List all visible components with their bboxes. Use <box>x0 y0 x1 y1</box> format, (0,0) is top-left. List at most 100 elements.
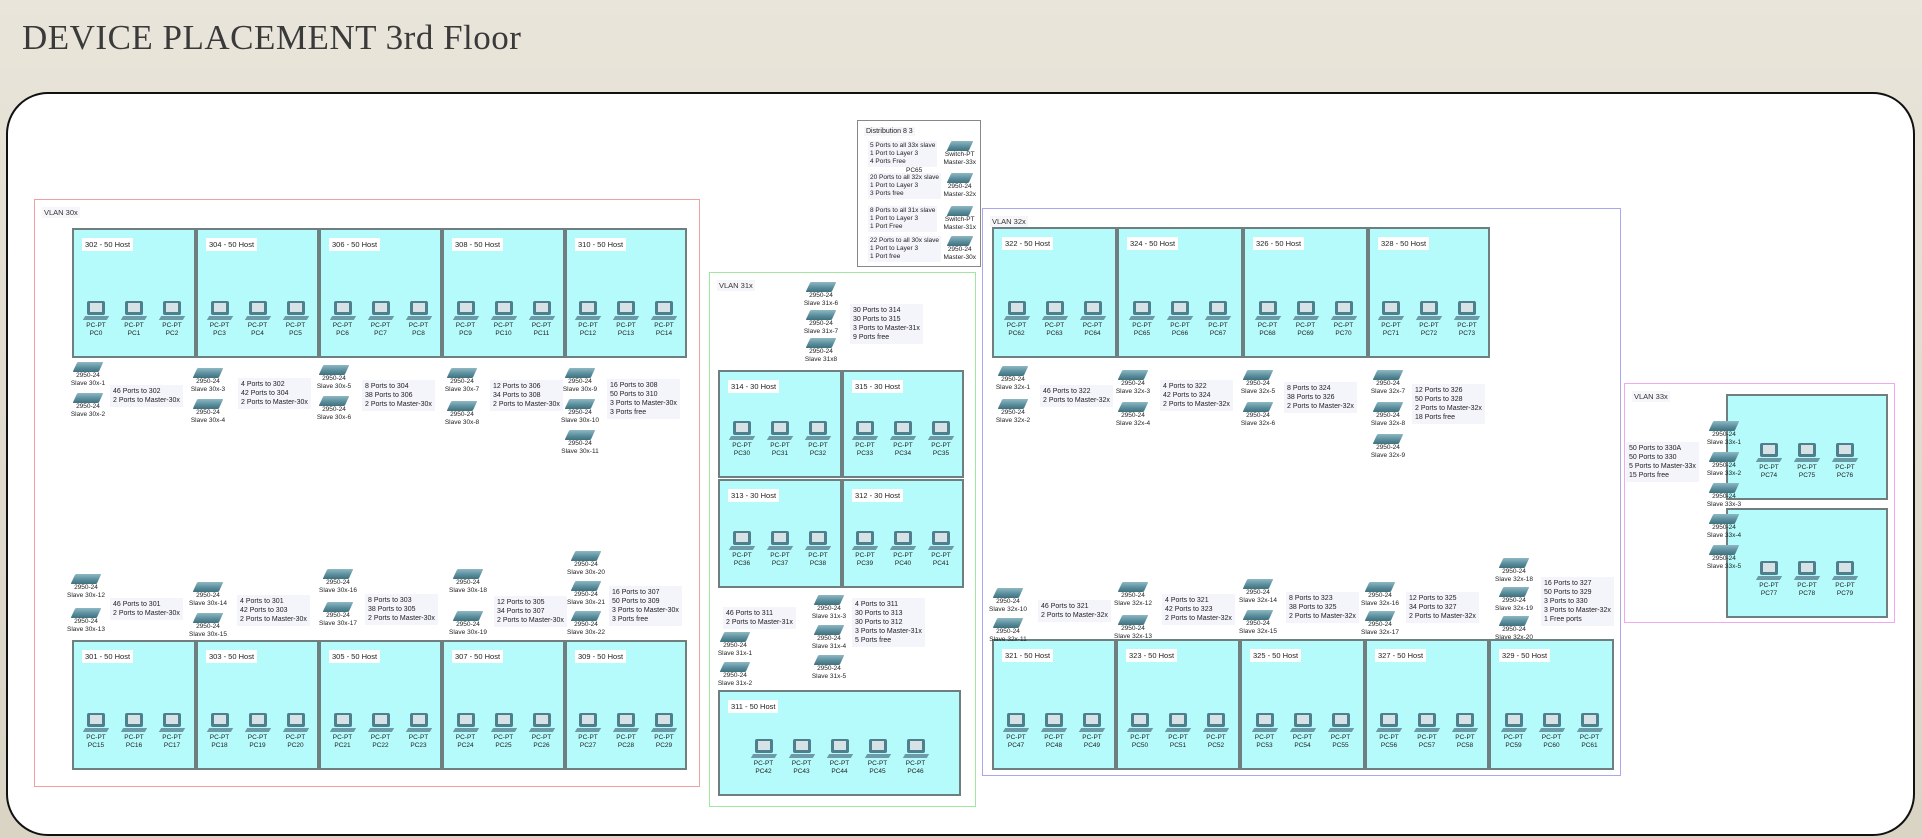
switch-device[interactable]: 2950-24Slave 31x-4 <box>806 625 852 651</box>
pc-device[interactable]: PC-PTPC67 <box>1204 301 1232 338</box>
switch-device[interactable]: 2950-24Slave 32x-12 <box>1110 582 1156 608</box>
switch-device[interactable]: 2950-24Slave 31x-3 <box>806 595 852 621</box>
pc-device[interactable]: PC-PTPC45 <box>864 739 891 776</box>
switch-device[interactable]: 2950-24Slave 31x-2 <box>712 662 758 688</box>
pc-device[interactable]: PC-PTPC71 <box>1377 301 1405 338</box>
switch-device[interactable]: 2950-24Slave 33x-5 <box>1701 545 1747 571</box>
pc-device[interactable]: PC-PTPC20 <box>282 713 309 750</box>
pc-device[interactable]: PC-PTPC38 <box>804 531 832 568</box>
pc-device[interactable]: PC-PTPC12 <box>574 301 602 338</box>
pc-device[interactable]: PC-PTPC34 <box>889 421 917 458</box>
switch-device[interactable]: 2950-24Slave 32x-6 <box>1235 402 1281 428</box>
switch-device[interactable]: 2950-24Slave 30x-17 <box>315 602 361 628</box>
switch-device[interactable]: 2950-24Slave 30x-8 <box>439 401 485 427</box>
pc-device[interactable]: PC-PTPC11 <box>528 301 555 338</box>
pc-device[interactable]: PC-PTPC59 <box>1500 713 1527 750</box>
switch-device[interactable]: 2950-24Slave 30x-20 <box>563 551 609 577</box>
pc-device[interactable]: PC-PTPC15 <box>82 713 110 750</box>
pc-device[interactable]: PC-PTPC54 <box>1289 713 1316 750</box>
pc-device[interactable]: PC-PTPC66 <box>1166 301 1194 338</box>
switch-device[interactable]: 2950-24Slave 33x-3 <box>1701 483 1747 509</box>
switch-device[interactable]: 2950-24Slave 32x-7 <box>1365 370 1411 396</box>
pc-device[interactable]: PC-PTPC6 <box>329 301 356 338</box>
pc-device[interactable]: PC-PTPC23 <box>405 713 432 750</box>
pc-device[interactable]: PC-PTPC60 <box>1538 713 1565 750</box>
pc-device[interactable]: PC-PTPC42 <box>750 739 777 776</box>
pc-device[interactable]: PC-PTPC4 <box>244 301 271 338</box>
pc-device[interactable]: PC-PTPC28 <box>612 713 640 750</box>
pc-device[interactable]: PC-PTPC46 <box>902 739 929 776</box>
pc-device[interactable]: PC-PTPC5 <box>282 301 309 338</box>
pc-device[interactable]: PC-PTPC79 <box>1831 561 1859 598</box>
pc-device[interactable]: PC-PTPC50 <box>1126 713 1154 750</box>
switch-device[interactable]: 2950-24Slave 32x-15 <box>1235 610 1281 636</box>
pc-device[interactable]: PC-PTPC73 <box>1453 301 1481 338</box>
switch-device[interactable]: 2950-24Slave 30x-3 <box>185 368 231 394</box>
pc-device[interactable]: PC-PTPC48 <box>1040 713 1068 750</box>
pc-device[interactable]: PC-PTPC19 <box>244 713 271 750</box>
pc-device[interactable]: PC-PTPC13 <box>612 301 640 338</box>
switch-device[interactable]: 2950-24Slave 31x-6 <box>798 282 844 308</box>
pc-device[interactable]: PC-PTPC7 <box>367 301 394 338</box>
switch-device[interactable]: 2950-24Slave 33x-4 <box>1701 514 1747 540</box>
pc-device[interactable]: PC-PTPC62 <box>1003 301 1030 338</box>
switch-device[interactable]: 2950-24Slave 30x-5 <box>311 365 357 391</box>
pc-device[interactable]: PC-PTPC57 <box>1413 713 1441 750</box>
switch-device[interactable]: 2950-24Slave 32x-14 <box>1235 579 1281 605</box>
pc-device[interactable]: PC-PTPC8 <box>405 301 432 338</box>
switch-device[interactable]: 2950-24Slave 32x-8 <box>1365 402 1411 428</box>
switch-device[interactable]: 2950-24Slave 30x-4 <box>185 399 231 425</box>
pc-device[interactable]: PC-PTPC68 <box>1254 301 1281 338</box>
pc-device[interactable]: PC-PTPC64 <box>1079 301 1106 338</box>
master-switch[interactable]: Switch-PTMaster-31x <box>943 206 976 232</box>
switch-device[interactable]: 2950-24Slave 30x-11 <box>557 430 603 456</box>
master-switch[interactable]: 2950-24Master-32x <box>943 173 976 199</box>
pc-device[interactable]: PC-PTPC0 <box>82 301 110 338</box>
switch-device[interactable]: 2950-24Slave 30x-12 <box>63 574 109 600</box>
pc-device[interactable]: PC-PTPC61 <box>1576 713 1603 750</box>
switch-device[interactable]: 2950-24Slave 30x-15 <box>185 613 231 639</box>
switch-device[interactable]: 2950-24Slave 30x-7 <box>439 368 485 394</box>
switch-device[interactable]: 2950-24Slave 30x-19 <box>445 611 491 637</box>
pc-device[interactable]: PC-PTPC16 <box>120 713 148 750</box>
switch-device[interactable]: 2950-24Slave 30x-22 <box>563 611 609 637</box>
pc-device[interactable]: PC-PTPC35 <box>927 421 955 458</box>
switch-device[interactable]: 2950-24Slave 32x-17 <box>1357 611 1403 637</box>
pc-device[interactable]: PC-PTPC2 <box>158 301 186 338</box>
pc-device[interactable]: PC-PTPC58 <box>1451 713 1479 750</box>
pc-device[interactable]: PC-PTPC52 <box>1202 713 1230 750</box>
pc-device[interactable]: PC-PTPC78 <box>1793 561 1821 598</box>
pc-device[interactable]: PC-PTPC31 <box>766 421 794 458</box>
switch-device[interactable]: 2950-24Slave 31x8 <box>798 338 844 364</box>
pc-device[interactable]: PC-PTPC9 <box>452 301 479 338</box>
master-switch[interactable]: 2950-24Master-30x <box>943 236 976 262</box>
pc-device[interactable]: PC-PTPC55 <box>1327 713 1354 750</box>
switch-device[interactable]: 2950-24Slave 32x-1 <box>990 366 1036 392</box>
pc-device[interactable]: PC-PTPC22 <box>367 713 394 750</box>
pc-device[interactable]: PC-PTPC30 <box>728 421 756 458</box>
switch-device[interactable]: 2950-24Slave 30x-13 <box>63 608 109 634</box>
switch-device[interactable]: 2950-24Slave 30x-14 <box>185 582 231 608</box>
pc-device[interactable]: PC-PTPC75 <box>1793 443 1821 480</box>
pc-device[interactable]: PC-PTPC32 <box>804 421 832 458</box>
pc-device[interactable]: PC-PTPC47 <box>1002 713 1030 750</box>
switch-device[interactable]: 2950-24Slave 30x-9 <box>557 368 603 394</box>
pc-device[interactable]: PC-PTPC43 <box>788 739 815 776</box>
switch-device[interactable]: 2950-24Slave 30x-18 <box>445 569 491 595</box>
switch-device[interactable]: 2950-24Slave 30x-10 <box>557 399 603 425</box>
switch-device[interactable]: 2950-24Slave 31x-7 <box>798 310 844 336</box>
pc-device[interactable]: PC-PTPC18 <box>206 713 233 750</box>
pc-device[interactable]: PC-PTPC77 <box>1755 561 1783 598</box>
pc-device[interactable]: PC-PTPC26 <box>528 713 555 750</box>
switch-device[interactable]: 2950-24Slave 32x-18 <box>1491 558 1537 584</box>
pc-device[interactable]: PC-PTPC37 <box>766 531 794 568</box>
switch-device[interactable]: 2950-24Slave 32x-4 <box>1110 402 1156 428</box>
switch-device[interactable]: 2950-24Slave 32x-11 <box>985 618 1031 644</box>
pc-device[interactable]: PC-PTPC25 <box>490 713 517 750</box>
switch-device[interactable]: 2950-24Slave 33x-2 <box>1701 452 1747 478</box>
pc-device[interactable]: PC-PTPC76 <box>1831 443 1859 480</box>
switch-device[interactable]: 2950-24Slave 32x-10 <box>985 588 1031 614</box>
pc-device[interactable]: PC-PTPC53 <box>1251 713 1278 750</box>
pc-device[interactable]: PC-PTPC72 <box>1415 301 1443 338</box>
pc-device[interactable]: PC-PTPC65 <box>1128 301 1156 338</box>
